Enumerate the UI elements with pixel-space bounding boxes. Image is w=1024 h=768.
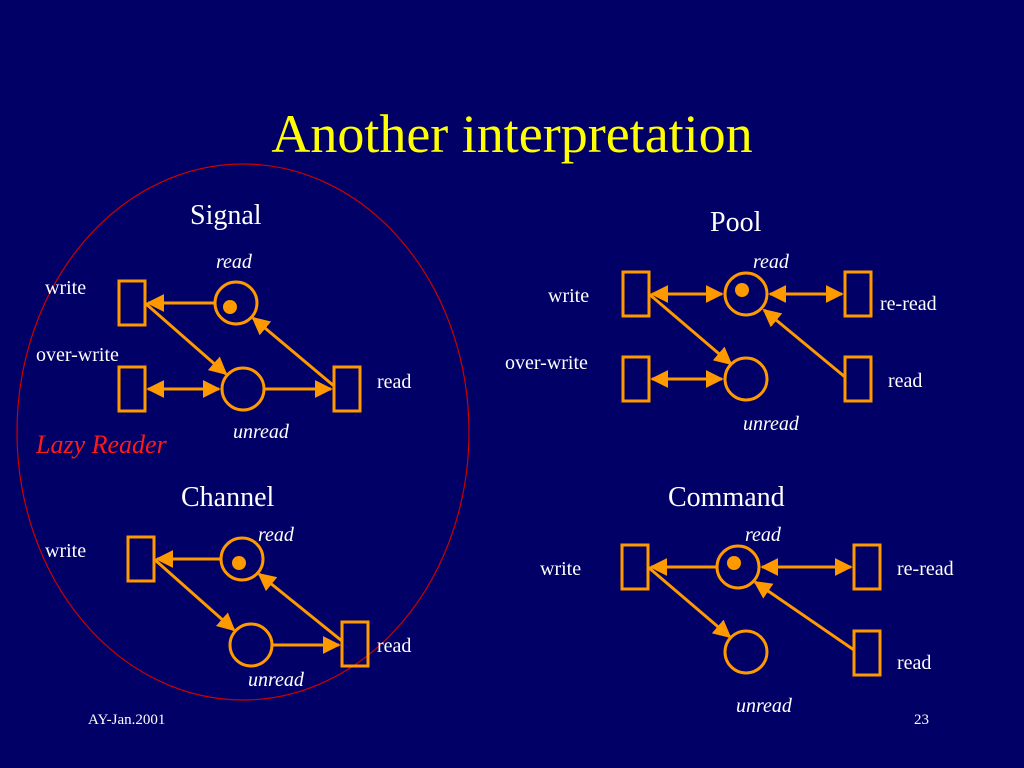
signal-read-transition (332, 365, 362, 413)
slide-title: Another interpretation (271, 104, 753, 164)
signal-unread-place-label: unread (233, 421, 289, 443)
pool-re-read-label: re-read (880, 293, 937, 315)
signal-write-label: write (45, 277, 87, 299)
command-write-transition (620, 543, 650, 591)
footer-date: AY-Jan.2001 (88, 712, 166, 728)
lazy-reader-group-ellipse (16, 163, 470, 701)
channel-read-transition (340, 620, 370, 668)
pool-arc-write-to-unread (648, 292, 733, 366)
channel-unread-place (228, 622, 274, 668)
channel-heading: Channel (181, 482, 275, 513)
command-write-label: write (540, 558, 582, 580)
command-re-read-transition (852, 543, 882, 591)
channel-unread-place-label: unread (248, 669, 304, 691)
pool-over-write-label: over-write (505, 352, 588, 374)
pool-read-transition (843, 355, 873, 403)
signal-arc-write-to-unread (144, 301, 228, 376)
channel-read-label: read (377, 635, 412, 657)
channel-read-place-label: read (258, 524, 294, 546)
page-number: 23 (914, 712, 929, 728)
command-token (727, 556, 741, 570)
pool-re-read-transition (843, 270, 873, 318)
signal-arc-read-to-read-place (251, 316, 335, 388)
pool-token (735, 283, 749, 297)
command-arc-read-to-read-place (753, 580, 855, 652)
command-arc-write-to-unread (647, 565, 732, 639)
channel-token (232, 556, 246, 570)
command-read-place-label: read (745, 524, 781, 546)
pool-read-label: read (888, 370, 923, 392)
channel-arc-read-to-read-place (257, 572, 343, 643)
pool-over-write-transition (621, 355, 651, 403)
signal-unread-place (220, 366, 266, 412)
pool-read-place-label: read (753, 251, 789, 273)
pool-unread-place-label: unread (743, 413, 799, 435)
command-read-transition (852, 629, 882, 677)
signal-read-place-label: read (216, 251, 252, 273)
channel-write-transition (126, 535, 156, 583)
signal-write-transition (117, 279, 147, 327)
signal-read-label: read (377, 371, 412, 393)
pool-write-label: write (548, 285, 590, 307)
signal-over-write-label: over-write (36, 344, 119, 366)
command-unread-place-label: unread (736, 695, 792, 717)
channel-write-label: write (45, 540, 87, 562)
pool-heading: Pool (710, 207, 762, 238)
pool-unread-place (723, 356, 769, 402)
channel-arc-write-to-unread (153, 557, 236, 632)
signal-heading: Signal (190, 200, 262, 231)
command-heading: Command (668, 482, 785, 513)
signal-over-write-transition (117, 365, 147, 413)
pool-arc-read-to-read-place (762, 308, 846, 379)
lazy-reader-label: Lazy Reader (36, 430, 167, 459)
signal-token (223, 300, 237, 314)
command-read-label: read (897, 652, 932, 674)
pool-write-transition (621, 270, 651, 318)
pool-read-place (723, 271, 769, 317)
command-re-read-label: re-read (897, 558, 954, 580)
signal-read-place (213, 280, 259, 326)
command-unread-place (723, 629, 769, 675)
